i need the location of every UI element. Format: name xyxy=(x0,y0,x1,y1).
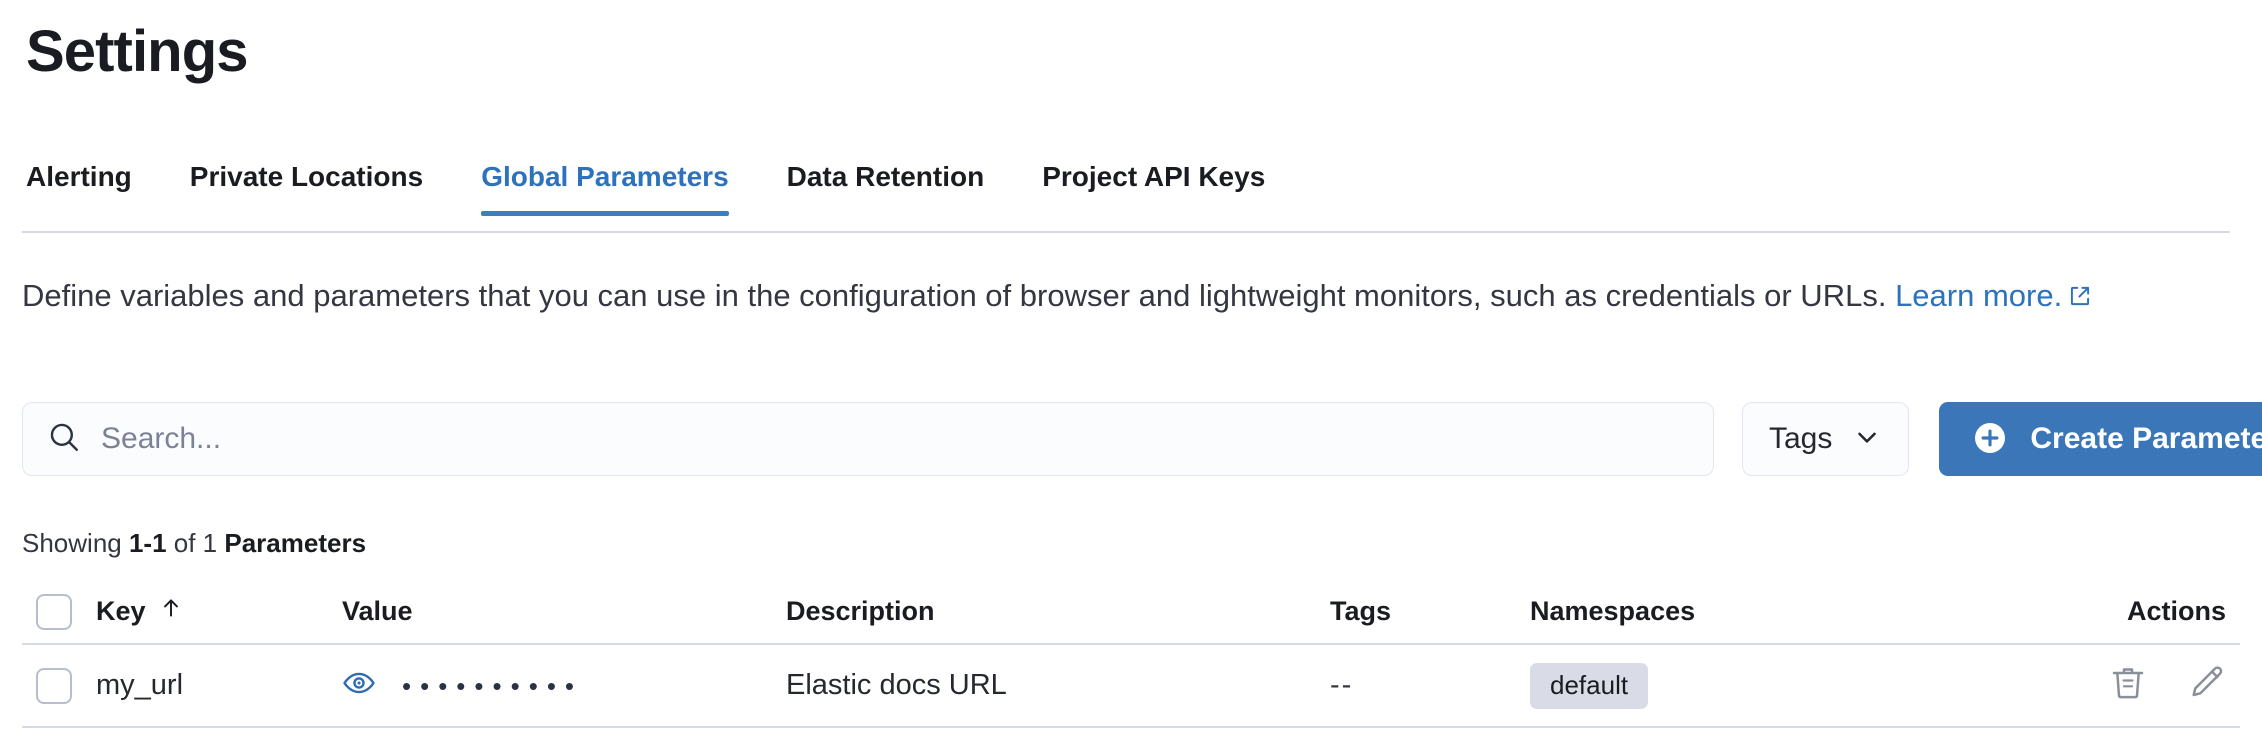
search-box[interactable] xyxy=(22,402,1714,476)
results-count: Showing 1-1 of 1 Parameters xyxy=(22,527,366,559)
settings-tabs: Alerting Private Locations Global Parame… xyxy=(26,160,1265,216)
tabs-divider xyxy=(22,231,2230,233)
tab-label: Data Retention xyxy=(786,161,985,192)
column-header-value[interactable]: Value xyxy=(342,596,786,627)
page-title: Settings xyxy=(26,19,249,84)
cell-description: Elastic docs URL xyxy=(786,669,1007,701)
cell-key: my_url xyxy=(96,669,184,701)
results-range: 1-1 xyxy=(128,528,167,558)
column-header-label: Tags xyxy=(1330,596,1392,626)
column-header-namespaces[interactable]: Namespaces xyxy=(1530,596,1950,627)
tab-label: Global Parameters xyxy=(481,161,729,192)
eye-icon[interactable] xyxy=(342,666,376,705)
select-all-checkbox[interactable] xyxy=(36,593,72,630)
chevron-down-icon xyxy=(1852,422,1882,457)
column-header-label: Actions xyxy=(2126,596,2226,626)
search-icon xyxy=(47,420,81,459)
column-header-label: Value xyxy=(342,596,413,626)
row-select-checkbox[interactable] xyxy=(36,667,72,704)
column-header-actions: Actions xyxy=(1950,596,2240,627)
row-select-cell xyxy=(22,667,96,704)
arrow-up-icon xyxy=(158,595,184,628)
trash-icon[interactable] xyxy=(2108,663,2148,708)
tab-data-retention[interactable]: Data Retention xyxy=(787,160,985,216)
tab-global-parameters[interactable]: Global Parameters xyxy=(481,160,730,216)
description-text: Define variables and parameters that you… xyxy=(22,278,1896,313)
learn-more-link[interactable]: Learn more. xyxy=(1895,278,2092,313)
external-link-icon xyxy=(2068,274,2092,322)
cell-actions xyxy=(1950,663,2240,708)
tab-label: Alerting xyxy=(26,161,132,192)
table-row-divider xyxy=(22,726,2240,728)
table-header-divider xyxy=(22,643,2240,645)
tab-label: Project API Keys xyxy=(1042,161,1266,192)
column-header-description[interactable]: Description xyxy=(786,596,1330,627)
results-middle: of 1 xyxy=(166,528,225,558)
table-header-row: Key Value Description Tags Namespaces xyxy=(22,580,2240,643)
tags-filter-label: Tags xyxy=(1769,422,1833,455)
masked-value: •••••••••• xyxy=(402,670,584,701)
column-header-label: Key xyxy=(96,596,146,626)
column-header-tags[interactable]: Tags xyxy=(1330,596,1530,627)
results-prefix: Showing xyxy=(22,528,129,558)
cell-tags: -- xyxy=(1330,669,1354,701)
create-parameter-label: Create Parameter xyxy=(2030,422,2262,455)
select-all-cell xyxy=(22,593,96,630)
tags-filter-button[interactable]: Tags xyxy=(1742,402,1910,476)
page-description: Define variables and parameters that you… xyxy=(22,272,2234,322)
namespace-badge: default xyxy=(1530,662,1649,709)
column-header-key[interactable]: Key xyxy=(96,595,342,628)
cell-namespaces: default xyxy=(1530,662,1950,709)
toolbar: Tags Create Parameter xyxy=(22,402,2262,476)
tab-project-api-keys[interactable]: Project API Keys xyxy=(1042,160,1265,216)
pencil-icon[interactable] xyxy=(2186,663,2226,708)
column-header-label: Namespaces xyxy=(1530,596,1696,626)
column-header-label: Description xyxy=(786,596,935,626)
learn-more-label: Learn more. xyxy=(1895,278,2063,313)
tab-private-locations[interactable]: Private Locations xyxy=(190,160,423,216)
create-parameter-button[interactable]: Create Parameter xyxy=(1939,402,2262,476)
search-input[interactable] xyxy=(101,422,1689,456)
table-row: my_url •••••••••• Elastic docs URL -- de… xyxy=(22,645,2240,726)
cell-value: •••••••••• xyxy=(342,666,786,705)
plus-circle-icon xyxy=(1972,420,2008,459)
tab-label: Private Locations xyxy=(189,161,424,192)
parameters-table: Key Value Description Tags Namespaces xyxy=(22,580,2240,728)
results-entity: Parameters xyxy=(224,528,367,558)
tab-alerting[interactable]: Alerting xyxy=(26,160,132,216)
